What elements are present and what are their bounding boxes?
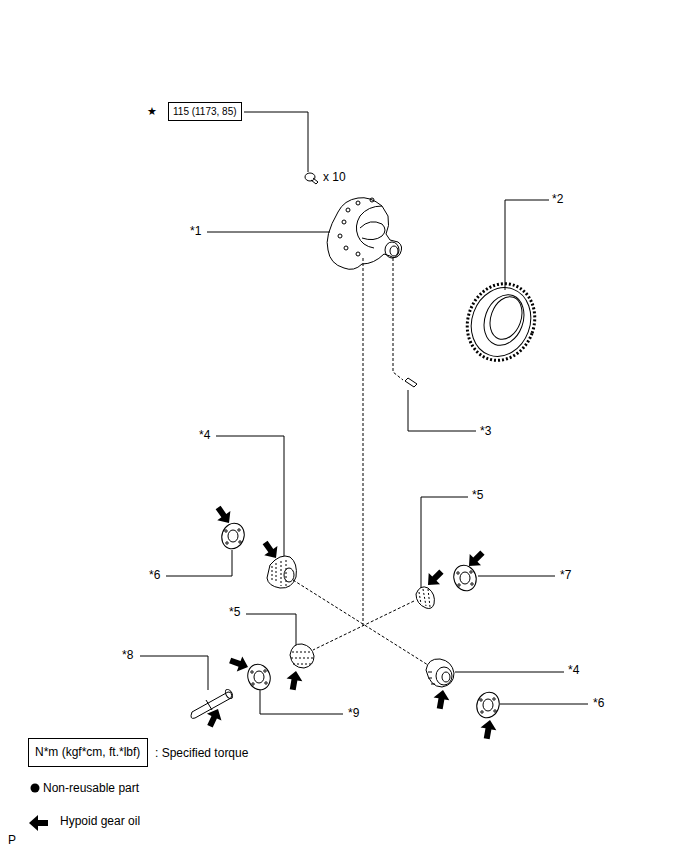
- quantity: x 10: [322, 170, 347, 184]
- leader-line: [166, 550, 232, 576]
- callout-number: *5: [228, 605, 241, 619]
- callout-number: *6: [148, 568, 161, 582]
- callout-number: *6: [592, 696, 605, 710]
- box-text: 115 (1173, 85): [173, 105, 237, 118]
- leader-line: [500, 704, 588, 705]
- legend-text: Hypoid gear oil: [59, 814, 141, 828]
- legend-torque-box: N*m (kgf*cm, ft.*lbf): [28, 738, 148, 767]
- oil-arrow: [29, 815, 48, 831]
- non-reusable-mark: [31, 784, 40, 793]
- thrust-washer: [450, 562, 480, 594]
- bolt: [305, 173, 318, 184]
- thrust-washer: [473, 689, 503, 721]
- leader-line: [216, 436, 284, 556]
- leader-line: [207, 232, 330, 233]
- pinion-gear: [416, 587, 434, 609]
- leader-line: [246, 614, 296, 645]
- callout-number: *4: [567, 663, 580, 677]
- pinion-gear: [290, 644, 314, 668]
- leader-line: [260, 690, 343, 714]
- star-symbol: ★: [146, 104, 158, 118]
- callout-number: *5: [471, 488, 484, 502]
- callout-number: *4: [198, 428, 211, 442]
- callout-number: *7: [559, 568, 572, 582]
- leader-line: [505, 200, 549, 290]
- leader-line: [478, 576, 555, 577]
- callout-number: *2: [551, 192, 564, 206]
- torque-box: 115 (1173, 85): [168, 102, 242, 121]
- callout-number: *9: [347, 706, 360, 720]
- legend-text: Non-reusable part: [42, 781, 140, 795]
- callout-number: *8: [121, 648, 134, 662]
- callout-number: *3: [479, 424, 492, 438]
- differential-case: [327, 198, 401, 270]
- thrust-washer: [244, 661, 274, 693]
- leader-line: [408, 390, 476, 431]
- leader-line: [455, 672, 564, 673]
- thrust-washer: [218, 520, 248, 552]
- leader-line: [244, 112, 308, 172]
- legend-text: : Specified torque: [154, 746, 249, 760]
- box-text: N*m (kgf*cm, ft.*lbf): [35, 745, 141, 760]
- side-gear: [267, 556, 296, 588]
- side-gear: [426, 659, 454, 687]
- pin: [405, 378, 417, 387]
- assembly-line: [293, 258, 428, 665]
- ring-gear: [457, 274, 546, 370]
- leader-line: [140, 656, 208, 690]
- callout-number: *1: [189, 224, 202, 238]
- page-mark: P: [7, 833, 17, 847]
- oil-arrow: [203, 503, 498, 740]
